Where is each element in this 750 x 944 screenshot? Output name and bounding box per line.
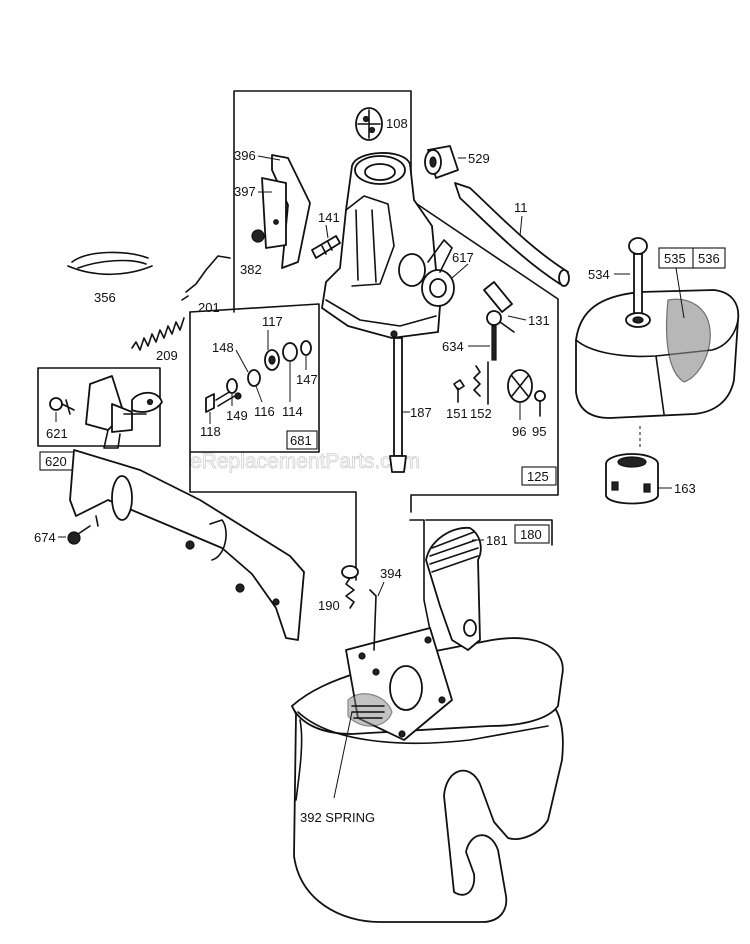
leader-392 — [333, 711, 353, 799]
label-95: 95 — [532, 424, 546, 439]
cable-356 — [67, 251, 153, 276]
fuel-tube-187 — [389, 337, 407, 473]
leader-394 — [377, 581, 385, 597]
screw-95 — [534, 390, 546, 417]
leader-617 — [451, 263, 469, 279]
fuel-filter-163 — [605, 453, 659, 505]
box-620-label: 620 — [45, 454, 67, 469]
box-180-label: 180 — [520, 527, 542, 542]
label-394: 394 — [380, 566, 402, 581]
spring-392 — [347, 693, 393, 727]
box-125-label: 125 — [527, 469, 549, 484]
box-681-label: 681 — [290, 433, 312, 448]
watermark-text: eReplacementParts.com — [190, 450, 420, 473]
box-535-label: 535 — [664, 251, 686, 266]
bolt-spring-190 — [341, 565, 359, 609]
label-617: 617 — [452, 250, 474, 265]
label-181: 181 — [486, 533, 508, 548]
label-201: 201 — [198, 300, 220, 315]
label-621: 621 — [46, 426, 68, 441]
control-panel-620 — [69, 449, 305, 641]
screen-181 — [425, 527, 482, 651]
label-382: 382 — [240, 262, 262, 277]
label-147: 147 — [296, 372, 318, 387]
repair-kit-box-outline — [189, 303, 320, 453]
pickup-tube-394 — [369, 589, 377, 651]
label-209: 209 — [156, 348, 178, 363]
leader-116 — [255, 385, 263, 403]
tank-box-outline — [425, 519, 553, 546]
label-163: 163 — [674, 481, 696, 496]
small-fuel-tank-536 — [575, 289, 740, 419]
repair-kit-parts — [205, 340, 312, 413]
throttle-valve-131 — [483, 281, 515, 361]
label-116: 116 — [254, 404, 275, 419]
label-108: 108 — [386, 116, 408, 131]
label-118: 118 — [200, 424, 221, 439]
label-397: 397 — [234, 184, 256, 199]
link-201 — [181, 255, 231, 301]
label-117: 117 — [262, 314, 283, 329]
spring-152 — [473, 361, 489, 405]
box-125-frame — [521, 466, 557, 486]
label-149: 149 — [226, 408, 248, 423]
spring-209 — [131, 317, 185, 351]
throttle-bracket-397 — [251, 154, 311, 269]
label-148: 148 — [212, 340, 234, 355]
label-392-spring: 392 SPRING — [300, 810, 375, 825]
label-190: 190 — [318, 598, 340, 613]
throttle-link-box-outline — [37, 367, 161, 447]
leader-131 — [507, 315, 527, 321]
box-180-frame — [514, 524, 550, 544]
throttle-lever-621 — [85, 375, 163, 449]
fuel-pipe-11 — [454, 182, 570, 287]
label-141: 141 — [318, 210, 340, 225]
leader-396 — [257, 155, 281, 161]
screw-151 — [453, 379, 465, 403]
box-681-frame — [286, 430, 318, 450]
label-356: 356 — [94, 290, 116, 305]
label-152: 152 — [470, 406, 492, 421]
label-396: 396 — [234, 148, 256, 163]
carburetor-body — [321, 152, 455, 339]
box-535-536-frame — [658, 247, 726, 269]
label-634: 634 — [442, 339, 464, 354]
label-11: 11 — [514, 200, 528, 215]
label-151: 151 — [446, 406, 468, 421]
box-536-label: 536 — [698, 251, 720, 266]
screw-621 — [49, 397, 75, 415]
leader-535 — [675, 267, 685, 319]
leader-148 — [235, 349, 249, 373]
valve-disc-96 — [507, 369, 533, 403]
bolt-674 — [67, 525, 91, 545]
label-674: 674 — [34, 530, 56, 545]
label-96: 96 — [512, 424, 526, 439]
label-114: 114 — [282, 404, 303, 419]
leader-11 — [519, 215, 523, 237]
fuel-cap-534 — [625, 237, 651, 328]
label-131: 131 — [528, 313, 550, 328]
label-529: 529 — [468, 151, 490, 166]
label-187: 187 — [410, 405, 432, 420]
carburetor-group-outline — [189, 90, 559, 581]
choke-disc-108 — [355, 107, 383, 141]
label-534: 534 — [588, 267, 610, 282]
bushing-529 — [424, 145, 459, 179]
leader-141 — [325, 224, 329, 239]
screw-141 — [311, 235, 341, 259]
